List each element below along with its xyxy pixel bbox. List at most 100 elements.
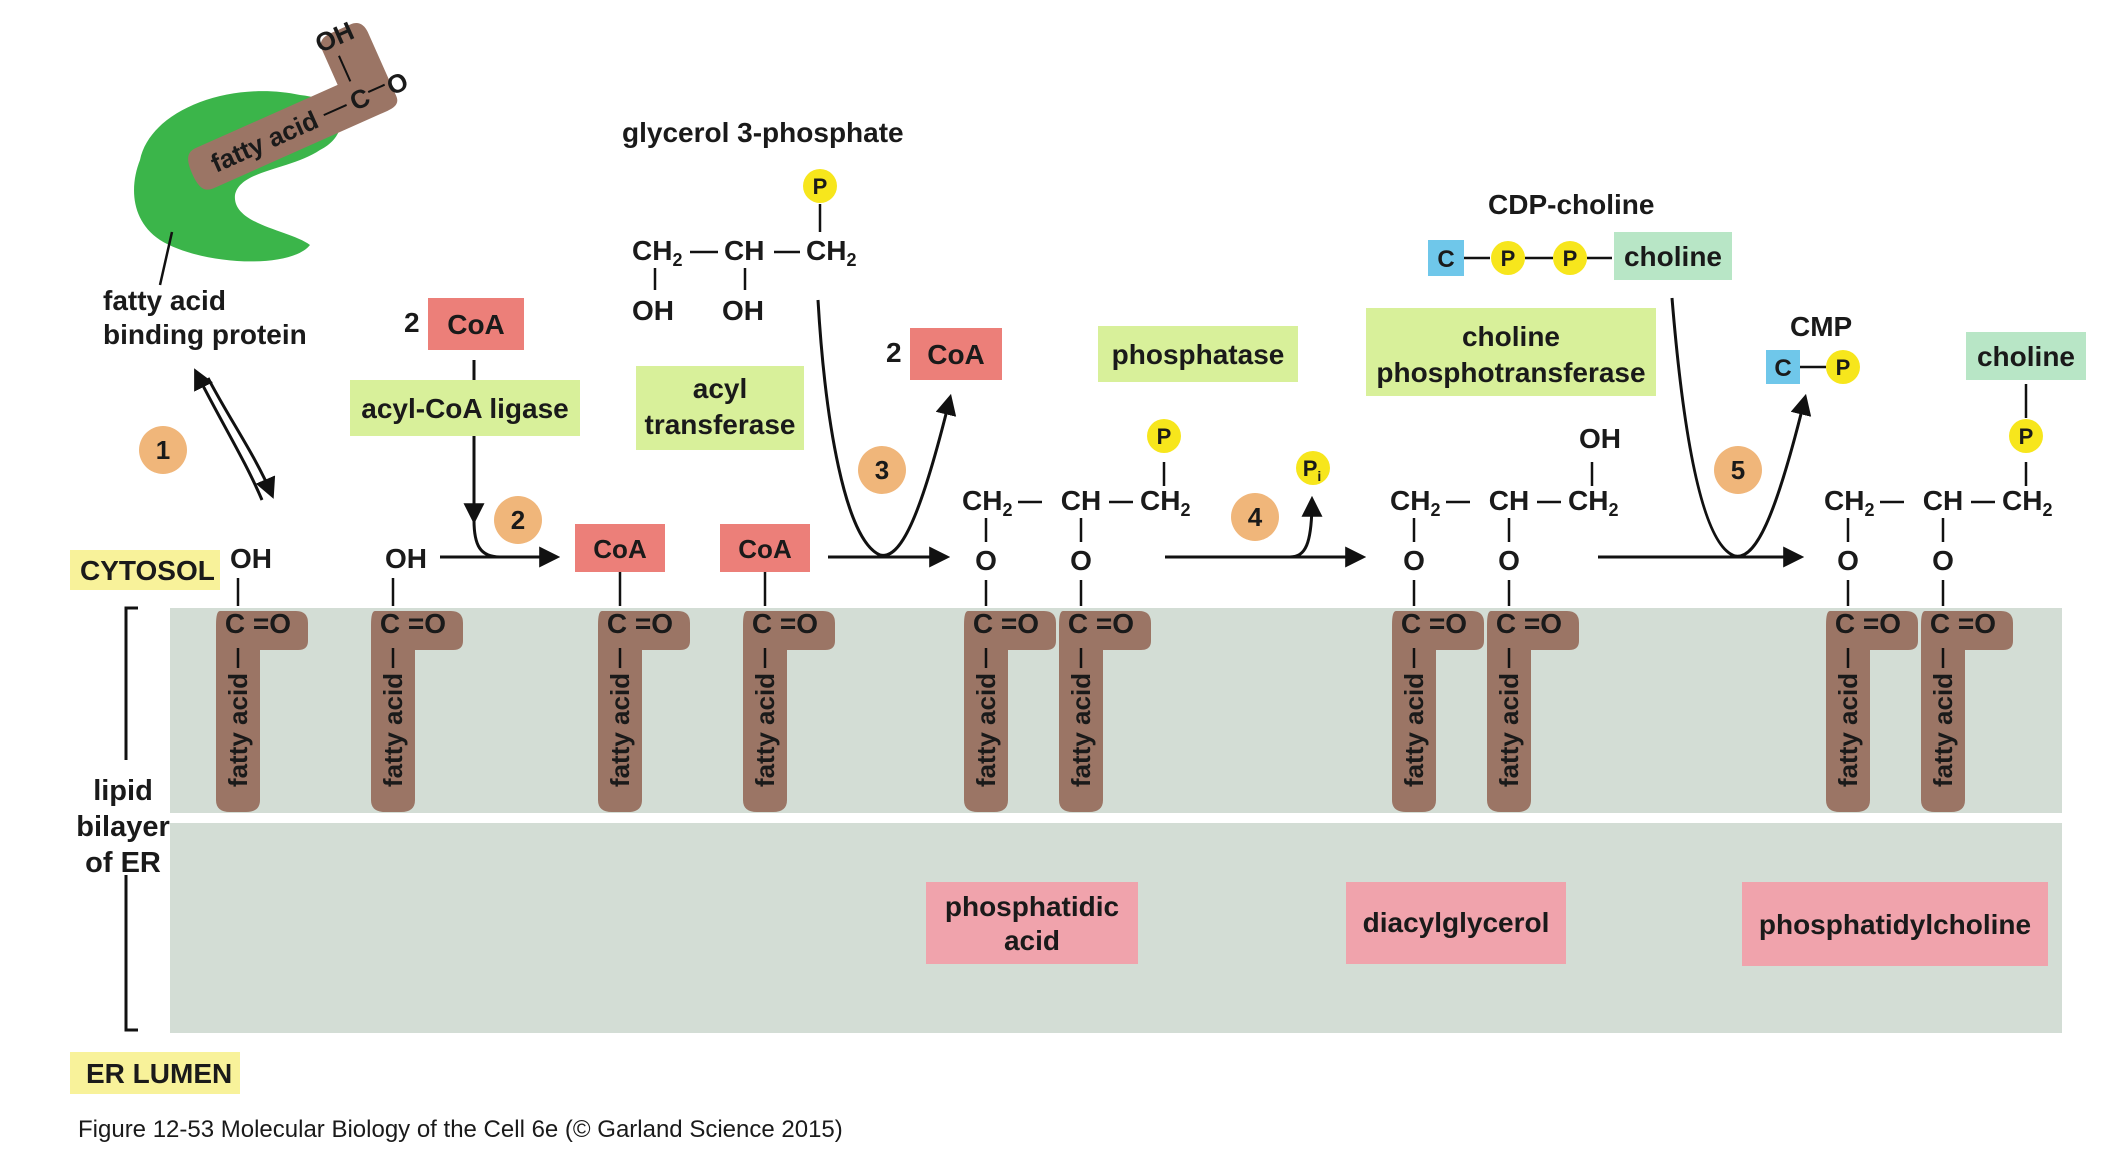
bilayer-label-2: bilayer (76, 811, 170, 843)
phosphatidic-acid-fatty-acid-1-label: fatty acid (971, 673, 1001, 787)
phosphatidic-acid-fatty-acid-2-label: fatty acid (1066, 673, 1096, 787)
cdp-choline-molecule: C P P choline (1428, 232, 1732, 280)
phosphatidylcholine-phosphate-label: P (2019, 424, 2034, 449)
step5-number: 5 (1731, 455, 1745, 485)
phosphatidic-acid-label-1: phosphatidic (945, 891, 1119, 922)
phosphatidic-acid-c2: CH (1061, 485, 1101, 516)
ligase-coa-label: CoA (447, 309, 505, 340)
step4-pi-label: Pi (1303, 456, 1322, 484)
bilayer-label-1: lipid (93, 775, 153, 807)
fatty-acid-2-oh: OH (385, 543, 427, 574)
phosphatidic-acid-o2: O (1070, 545, 1092, 576)
svg-text:CH2: CH2 (632, 235, 682, 270)
acyl-coa-2-label: fatty acid (750, 673, 780, 787)
phosphatidylcholine-phosphate (2009, 419, 2043, 453)
cytosol-label: CYTOSOL (80, 555, 215, 586)
phosphatidylcholine-choline-box (1966, 332, 2086, 380)
svg-text:choline: choline (1624, 241, 1722, 272)
step5-circle (1714, 446, 1762, 494)
phosphatase-label: phosphatase (1112, 339, 1285, 370)
step4-pi-arrow (1289, 495, 1323, 559)
acyl-coa-1-label: fatty acid (605, 673, 635, 787)
fabp-oh-bond (338, 55, 352, 82)
step2-number: 2 (511, 505, 525, 535)
fatty-acid-2-label: fatty acid (378, 673, 408, 787)
cmp-molecule: C P (1766, 350, 1860, 384)
glycerol3p-label: glycerol 3-phosphate (622, 117, 904, 148)
acyl-coa-2-box (720, 524, 810, 572)
step1-arrow-up (194, 368, 264, 501)
phosphatase-box (1098, 326, 1298, 382)
phosphatidic-acid-c3: CH2 (1140, 485, 1190, 520)
phosphatidic-acid-fatty-acid-1-carbonyl: C =O (973, 608, 1039, 639)
acyl-transferase-label-2: transferase (645, 409, 796, 440)
diacylglycerol-c2: CH (1489, 485, 1529, 516)
svg-text:CH: CH (724, 235, 764, 266)
step5-arrow-in (1670, 297, 1812, 558)
phosphatidic-acid-box (926, 882, 1138, 964)
step3-number: 3 (875, 455, 889, 485)
svg-text:CH2: CH2 (806, 235, 856, 270)
diacylglycerol-box (1346, 882, 1566, 964)
acyl-coa-2-label: CoA (738, 534, 792, 564)
er-lumen-label-box (70, 1052, 240, 1094)
glycerol3p-phosphate-label: P (813, 174, 828, 199)
bilayer-bracket (124, 606, 138, 1032)
svg-text:P: P (1563, 246, 1578, 271)
phosphatidylcholine-box (1742, 882, 2048, 966)
acyl-coa-1-label: CoA (593, 534, 647, 564)
phosphatidic-acid-o1: O (975, 545, 997, 576)
phosphatidic-acid-c1: CH2 (962, 485, 1012, 520)
choline-phosphotransferase-box (1366, 308, 1656, 396)
svg-text:OH: OH (632, 295, 674, 326)
fabp-label-1: fatty acid (103, 285, 226, 316)
phosphatidic-acid-fatty-acid-2-carbonyl: C =O (1068, 608, 1134, 639)
step4-circle (1231, 493, 1279, 541)
step4-number: 4 (1248, 502, 1263, 532)
cmp-label: CMP (1790, 311, 1852, 342)
ligase-coa-count: 2 (404, 307, 420, 338)
phosphatidylcholine-c1: CH2 (1824, 485, 1874, 520)
step1-circle (139, 426, 187, 474)
phosphatidylcholine-o1: O (1837, 545, 1859, 576)
acyl-coa-ligase-box (350, 380, 580, 436)
phosphatidylcholine-c3: CH2 (2002, 485, 2052, 520)
cpt-label-2: phosphotransferase (1376, 357, 1645, 388)
fatty-acid-1-oh: OH (230, 543, 272, 574)
acyl-coa-1-carbonyl: C =O (607, 608, 673, 639)
diacylglycerol-fatty-acid-2-label: fatty acid (1494, 673, 1524, 787)
step3-coa-count: 2 (886, 337, 902, 368)
phosphatidylcholine-o2: O (1932, 545, 1954, 576)
phosphatidylcholine-c2: CH (1923, 485, 1963, 516)
fatty-acid-1-carbonyl: C =O (225, 608, 291, 639)
diacylglycerol-fatty-acid-2-carbonyl: C =O (1496, 608, 1562, 639)
step2-merge-curve (472, 519, 501, 559)
acyl-transferase-box (636, 366, 804, 450)
figure-caption: Figure 12-53 Molecular Biology of the Ce… (78, 1116, 843, 1143)
acyl-coa-2-carbonyl: C =O (752, 608, 818, 639)
bilayer-label-3: of ER (85, 847, 161, 879)
phosphatidylcholine-fatty-acid-2-carbonyl: C =O (1930, 608, 1996, 639)
cpt-label-1: choline (1462, 321, 1560, 352)
glycerol3p-phosphate (803, 169, 837, 203)
phosphatidylcholine-label: phosphatidylcholine (1759, 909, 2031, 940)
diacylglycerol-c3: CH2 (1568, 485, 1618, 520)
glycerol3p-backbone: CH2 CH CH2 OH OH (632, 235, 856, 326)
cdp-choline-label: CDP-choline (1488, 189, 1654, 220)
phosphatidic-acid-phosphate-label: P (1157, 424, 1172, 449)
phosphatidic-acid-phosphate (1147, 419, 1181, 453)
er-lumen-label: ER LUMEN (86, 1058, 232, 1089)
step2-circle (494, 496, 542, 544)
step3-circle (858, 446, 906, 494)
step3-coa-label: CoA (927, 339, 985, 370)
step3-arrow-in (816, 299, 957, 557)
diacylglycerol-o1: O (1403, 545, 1425, 576)
fabp-fatty-acid-shape (188, 22, 398, 190)
acyl-coa-1-box (575, 524, 665, 572)
diacylglycerol-fatty-acid-1-carbonyl: C =O (1401, 608, 1467, 639)
step4-pi (1296, 451, 1330, 485)
diacylglycerol-fatty-acid-1-label: fatty acid (1399, 673, 1429, 787)
svg-text:P: P (1836, 355, 1851, 380)
fabp-pointer-line (158, 231, 174, 286)
